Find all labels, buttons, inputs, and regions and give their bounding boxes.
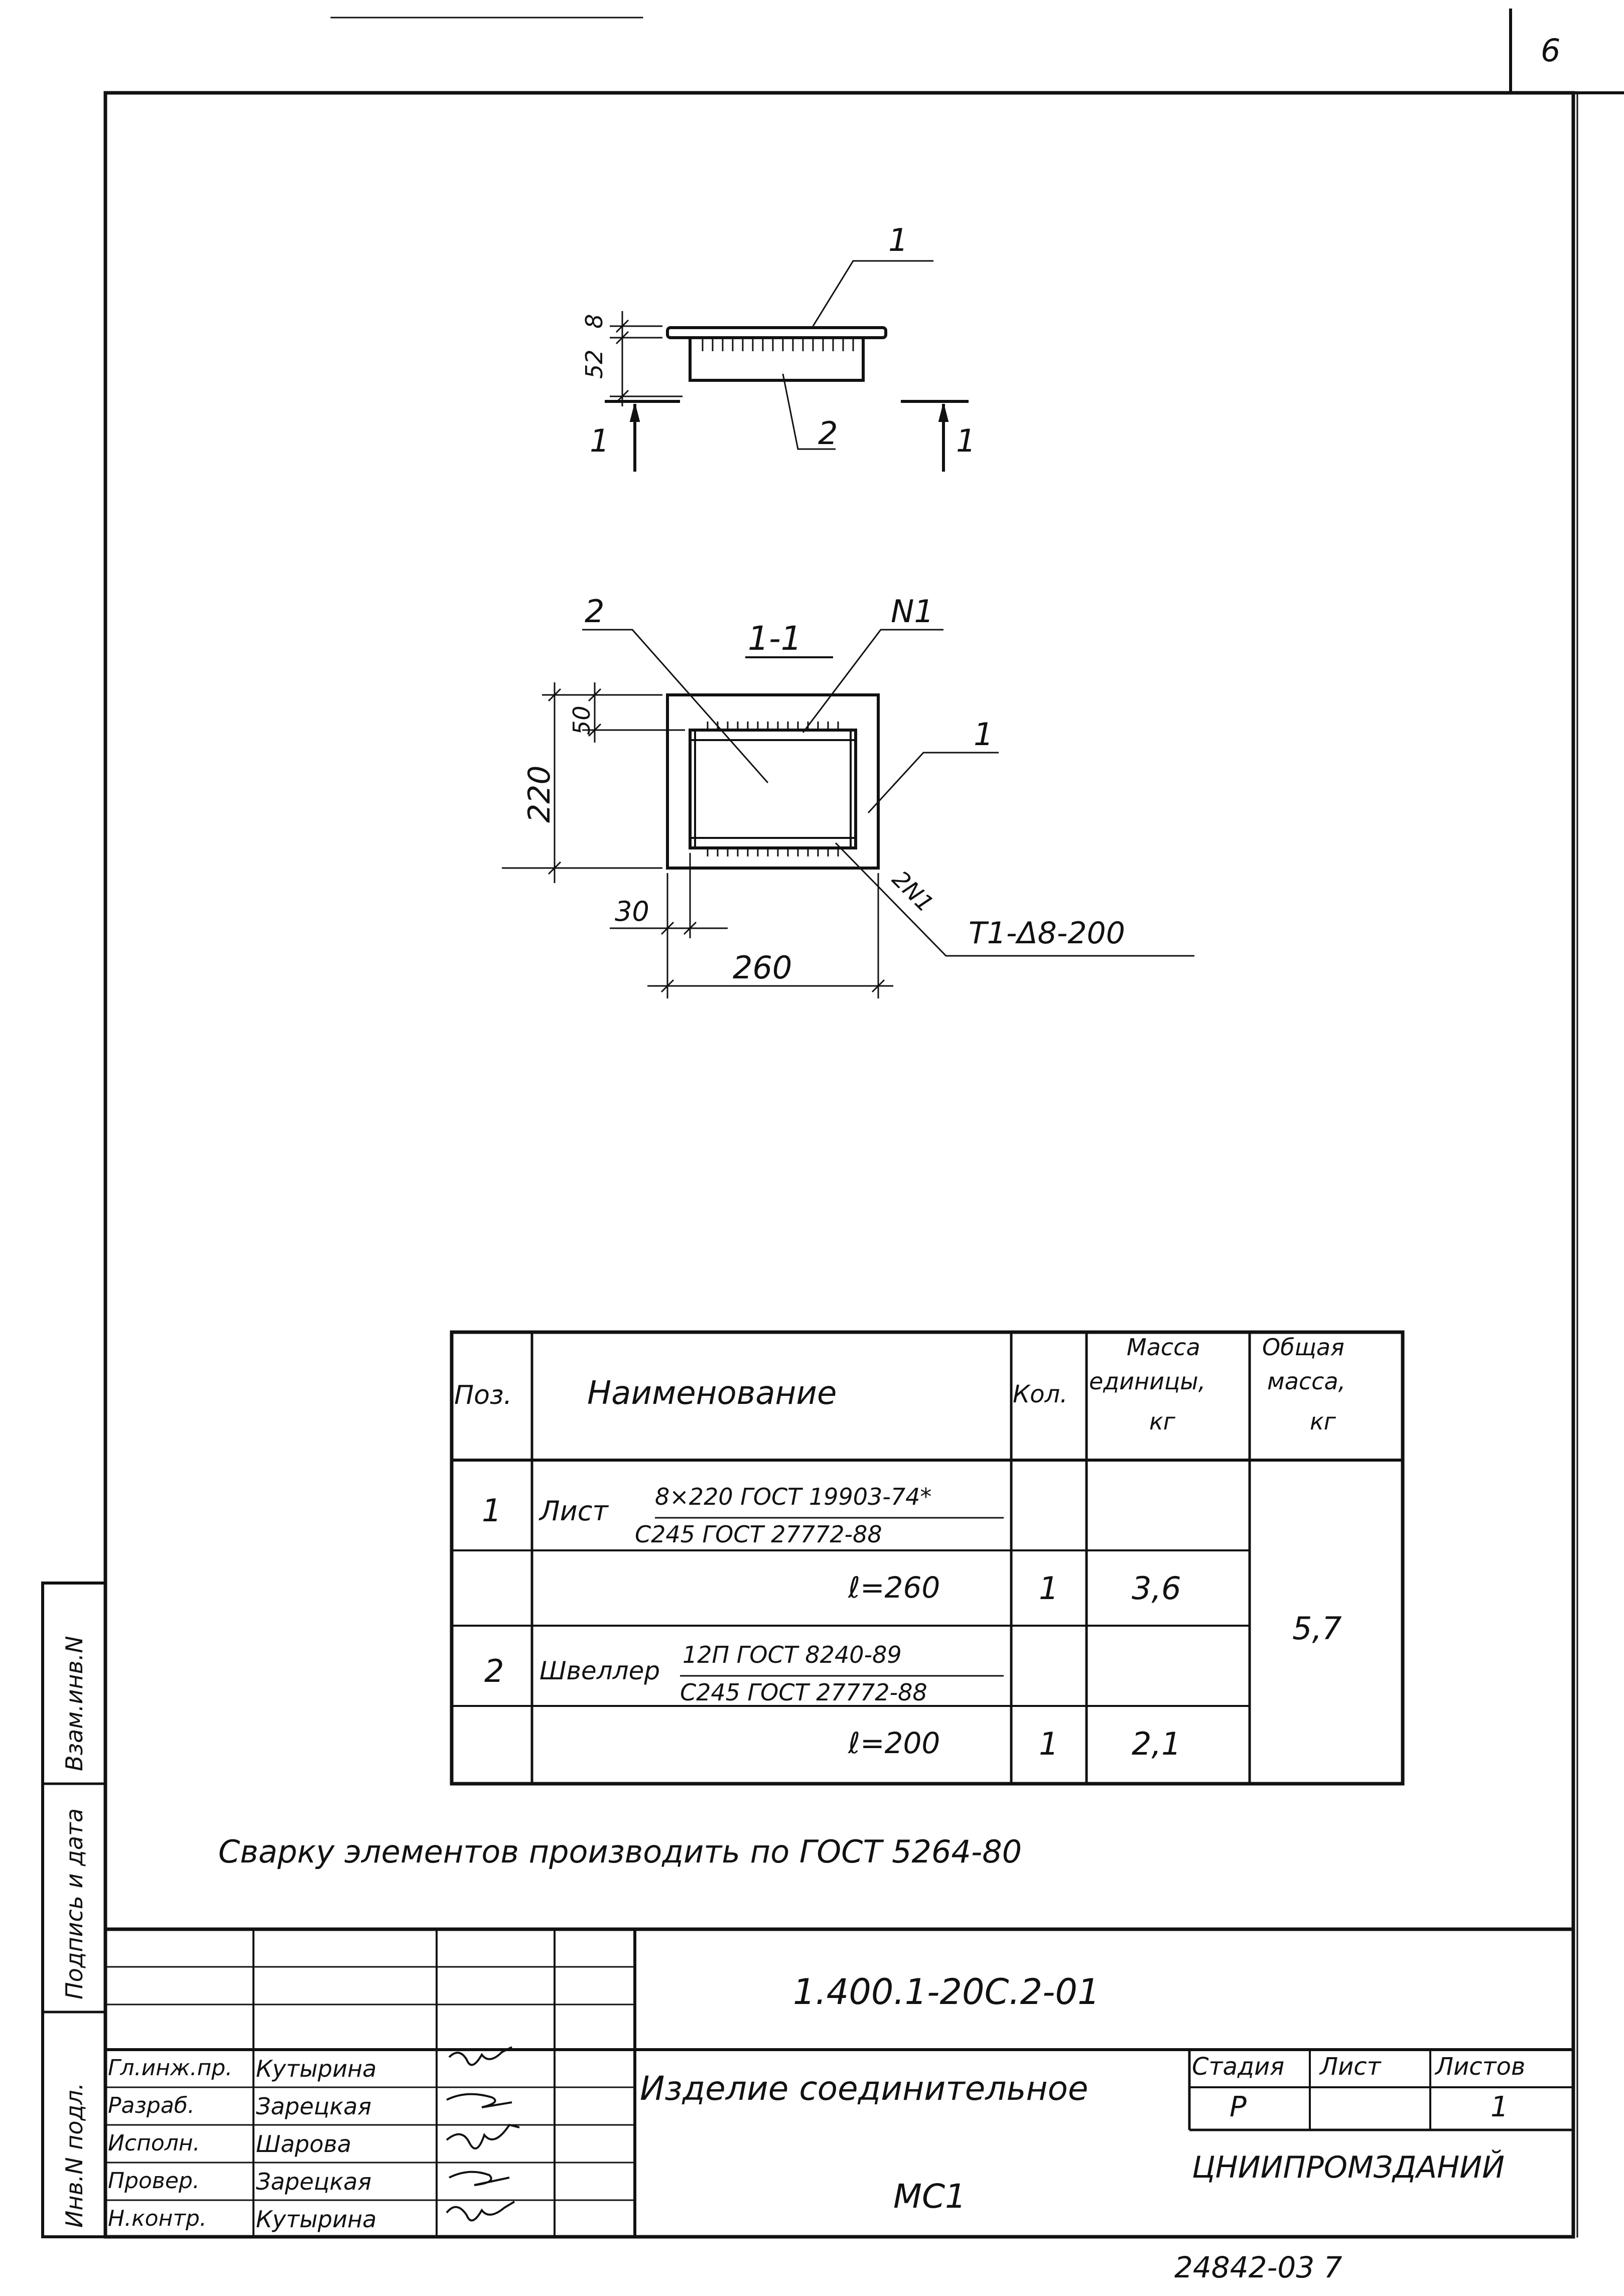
name-executed: Шарова <box>256 2130 352 2158</box>
section-mark-left: 1 <box>590 422 609 459</box>
row2-qty: 1 <box>1039 1570 1059 1607</box>
dim-30: 30 <box>615 896 649 927</box>
dim-52: 52 <box>581 349 608 379</box>
row1-top: 8×220 ГОСТ 19903-74* <box>655 1483 932 1510</box>
row4-length: ℓ=200 <box>848 1726 940 1760</box>
section-title: 1-1 <box>748 619 802 658</box>
side-sign-date: Подпись и дата <box>61 1808 88 1999</box>
role-executed: Исполн. <box>108 2130 200 2156</box>
header-unit-mass-2: единицы, <box>1089 1368 1206 1395</box>
spec-table-grid <box>450 1330 1405 1786</box>
header-total-mass-1: Общая <box>1262 1334 1344 1361</box>
sheet-number: 6 <box>1541 32 1561 69</box>
footer-code: 24842-03 7 <box>1174 2250 1342 2284</box>
side-inv-repl: Взам.инв.N <box>61 1636 88 1771</box>
name-checked: Зарецкая <box>256 2168 372 2195</box>
welding-note: Сварку элементов производить по ГОСТ 526… <box>218 1833 1022 1870</box>
row1-prefix: Лист <box>539 1495 608 1527</box>
callout-sec-1: 1 <box>974 716 993 753</box>
row3-top: 12П ГОСТ 8240-89 <box>683 1641 902 1668</box>
name-chief-eng: Кутырина <box>256 2055 377 2082</box>
header-qty: Кол. <box>1013 1380 1068 1408</box>
row1-pos: 1 <box>482 1492 502 1529</box>
dim-8: 8 <box>581 314 608 329</box>
product-mark: МС1 <box>893 2177 967 2216</box>
weld-label: T1-Δ8-200 <box>969 916 1125 951</box>
dim-50: 50 <box>568 705 595 735</box>
role-checked: Провер. <box>108 2168 200 2194</box>
header-unit-mass-3: кг <box>1149 1408 1175 1435</box>
role-developed: Разраб. <box>108 2093 195 2118</box>
section-view <box>502 629 1194 998</box>
row4-unit-mass: 2,1 <box>1132 1726 1181 1762</box>
role-norm-control: Н.контр. <box>108 2206 207 2231</box>
sheets-label: Листов <box>1435 2053 1526 2081</box>
stage-label: Стадия <box>1192 2053 1285 2081</box>
side-inv-orig: Инв.N подл. <box>61 2082 88 2228</box>
row3-bottom: С245 ГОСТ 27772-88 <box>680 1679 927 1706</box>
role-chief-eng: Гл.инж.пр. <box>108 2055 233 2081</box>
callout-n1: N1 <box>891 593 934 630</box>
callout-elev-1: 1 <box>888 222 908 258</box>
elevation-view <box>605 260 969 472</box>
row3-pos: 2 <box>484 1653 504 1689</box>
header-total-mass-3: кг <box>1310 1408 1336 1435</box>
organization: ЦНИИПРОМЗДАНИЙ <box>1192 2150 1505 2185</box>
header-total-mass-2: масса, <box>1267 1368 1346 1395</box>
section-mark-right: 1 <box>956 422 976 459</box>
callout-2n1: 2N1 <box>887 866 939 918</box>
row1-bottom: С245 ГОСТ 27772-88 <box>635 1521 882 1548</box>
stage-value: Р <box>1230 2091 1247 2123</box>
row3-prefix: Швеллер <box>539 1656 660 1685</box>
header-pos: Поз. <box>454 1380 512 1410</box>
callout-sec-2: 2 <box>585 593 604 630</box>
name-norm-control: Кутырина <box>256 2206 377 2233</box>
row4-qty: 1 <box>1039 1726 1059 1762</box>
sheet-label: Лист <box>1320 2053 1381 2081</box>
row2-unit-mass: 3,6 <box>1132 1570 1181 1607</box>
title-block-grid <box>105 1927 1573 2237</box>
header-name: Наименование <box>587 1375 837 1412</box>
total-mass: 5,7 <box>1292 1610 1342 1647</box>
dim-260: 260 <box>733 949 792 986</box>
signatures-graphic <box>446 2046 520 2222</box>
row2-length: ℓ=260 <box>848 1570 940 1605</box>
callout-elev-2: 2 <box>818 415 838 452</box>
sheets-value: 1 <box>1491 2091 1509 2123</box>
dim-220: 220 <box>522 765 557 823</box>
name-developed: Зарецкая <box>256 2093 372 2120</box>
designation: 1.400.1-20С.2-01 <box>793 1971 1100 2013</box>
product-name: Изделие соединительное <box>640 2069 1089 2108</box>
header-unit-mass-1: Масса <box>1127 1334 1200 1361</box>
